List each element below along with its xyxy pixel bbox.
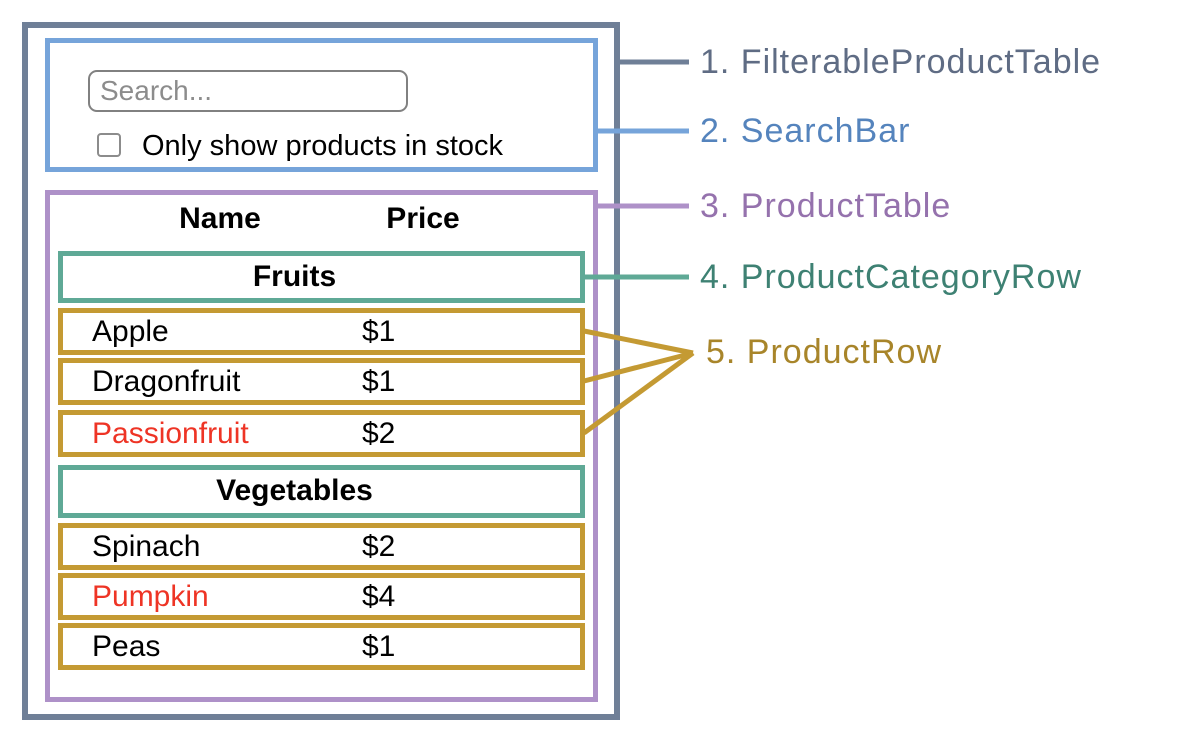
legend-search-bar: 2. SearchBar <box>700 112 911 150</box>
product-price: $4 <box>362 580 396 613</box>
column-header-name: Name <box>179 202 261 235</box>
product-category-row-fruits: Fruits <box>58 251 585 303</box>
category-label: Fruits <box>252 260 337 293</box>
product-price: $1 <box>362 315 396 348</box>
product-name: Pumpkin <box>92 580 209 613</box>
product-name: Peas <box>92 630 161 663</box>
product-row-pumpkin: Pumpkin $4 <box>58 573 585 620</box>
product-name: Apple <box>92 315 169 348</box>
category-label: Vegetables <box>216 474 373 507</box>
product-name: Passionfruit <box>92 417 249 450</box>
product-name: Dragonfruit <box>92 365 241 398</box>
in-stock-checkbox-label: Only show products in stock <box>142 130 504 162</box>
product-price: $2 <box>362 417 396 450</box>
search-bar-box: Only show products in stock <box>45 38 598 172</box>
search-input[interactable] <box>88 70 408 112</box>
in-stock-checkbox[interactable] <box>97 133 121 157</box>
product-row-dragonfruit: Dragonfruit $1 <box>58 358 585 405</box>
product-category-row-vegetables: Vegetables <box>58 465 585 518</box>
product-price: $1 <box>362 365 396 398</box>
legend-product-category-row: 4. ProductCategoryRow <box>700 258 1082 296</box>
legend-product-row: 5. ProductRow <box>706 333 942 371</box>
product-row-passionfruit: Passionfruit $2 <box>58 410 585 457</box>
product-price: $1 <box>362 630 396 663</box>
product-row-peas: Peas $1 <box>58 623 585 670</box>
legend-filterable-product-table: 1. FilterableProductTable <box>700 43 1102 81</box>
column-header-price: Price <box>386 202 460 235</box>
product-price: $2 <box>362 530 396 563</box>
product-name: Spinach <box>92 530 201 563</box>
legend-product-table: 3. ProductTable <box>700 187 952 225</box>
product-row-spinach: Spinach $2 <box>58 523 585 570</box>
filterable-product-table-box: Only show products in stock Name Price F… <box>22 22 620 720</box>
product-table-box: Name Price Fruits Apple $1 Dragonfruit $… <box>45 190 598 702</box>
product-row-apple: Apple $1 <box>58 308 585 355</box>
